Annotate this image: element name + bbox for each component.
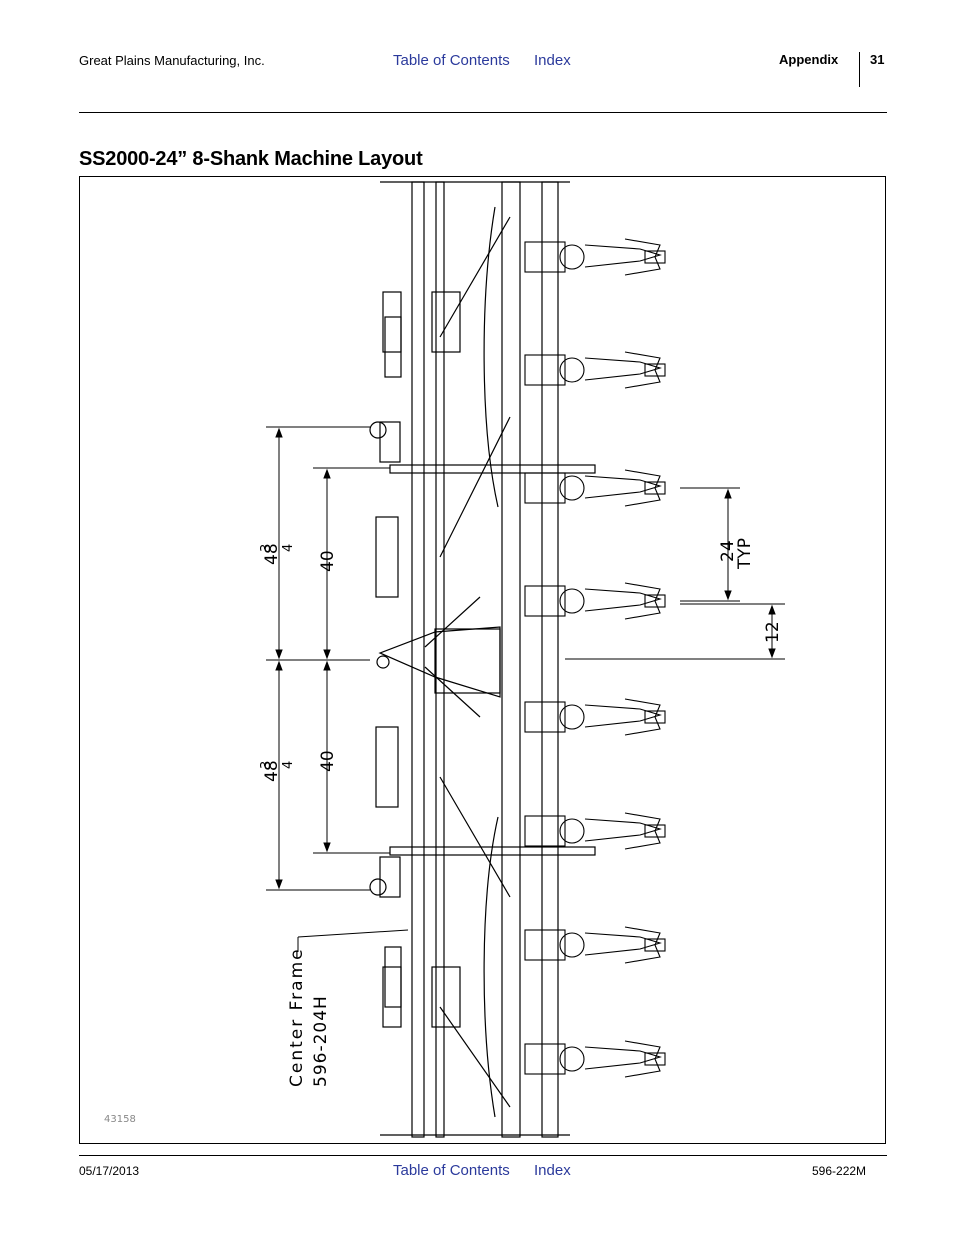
shank-assembly-3 <box>524 469 666 507</box>
document-number: 596-222M <box>812 1164 867 1178</box>
center-frame-part-number: 596-204H <box>311 995 331 1087</box>
shank-assembly-1 <box>524 238 666 276</box>
shank-assembly-8 <box>524 1040 666 1078</box>
dimension-48-upper: 48 <box>262 543 282 565</box>
dimension-24: 24 <box>718 540 738 562</box>
frame-rail-right <box>541 181 559 1138</box>
shank-assembly-7 <box>524 926 666 964</box>
page-title: SS2000-24” 8-Shank Machine Layout <box>79 148 423 170</box>
machine-layout-drawing: 48 3 4 48 3 4 40 40 24 TYP 12 Center Fra… <box>104 181 785 1138</box>
footer-date: 05/17/2013 <box>79 1164 140 1178</box>
header-rule <box>79 112 887 113</box>
frame-rail-inner <box>435 181 445 1138</box>
dimension-12: 12 <box>763 621 783 643</box>
shank-assembly-5 <box>524 698 666 736</box>
toolbar-rail <box>501 181 521 1138</box>
shank-assembly-6 <box>524 812 666 850</box>
frame-rail-left <box>411 181 425 1138</box>
header-table-of-contents-link[interactable]: Table of Contents <box>393 52 510 69</box>
shank-assembly-4 <box>524 582 666 620</box>
figure-id: 43158 <box>104 1114 136 1125</box>
dimension-48-lower: 48 <box>262 760 282 782</box>
page-number: 31 <box>870 52 885 67</box>
company-name: Great Plains Manufacturing, Inc. <box>79 53 265 68</box>
machine-layout-figure: 48 3 4 48 3 4 40 40 24 TYP 12 Center Fra… <box>79 176 886 1144</box>
dimension-40-lower: 40 <box>318 750 338 772</box>
footer-rule <box>79 1155 887 1156</box>
dimension-frac-num-lower: 3 <box>259 761 274 769</box>
footer-index-link[interactable]: Index <box>534 1162 571 1179</box>
header-index-link[interactable]: Index <box>534 52 571 69</box>
dimension-frac-den-upper: 4 <box>281 544 296 552</box>
center-frame-label: Center Frame <box>287 947 307 1087</box>
dimension-frac-num-upper: 3 <box>259 544 274 552</box>
shank-assembly-2 <box>524 351 666 389</box>
footer-table-of-contents-link[interactable]: Table of Contents <box>393 1162 510 1179</box>
dimension-frac-den-lower: 4 <box>281 761 296 769</box>
dimension-typ: TYP <box>735 538 755 570</box>
dimension-40-upper: 40 <box>318 550 338 572</box>
section-label: Appendix <box>779 52 839 67</box>
header-divider <box>859 52 860 87</box>
